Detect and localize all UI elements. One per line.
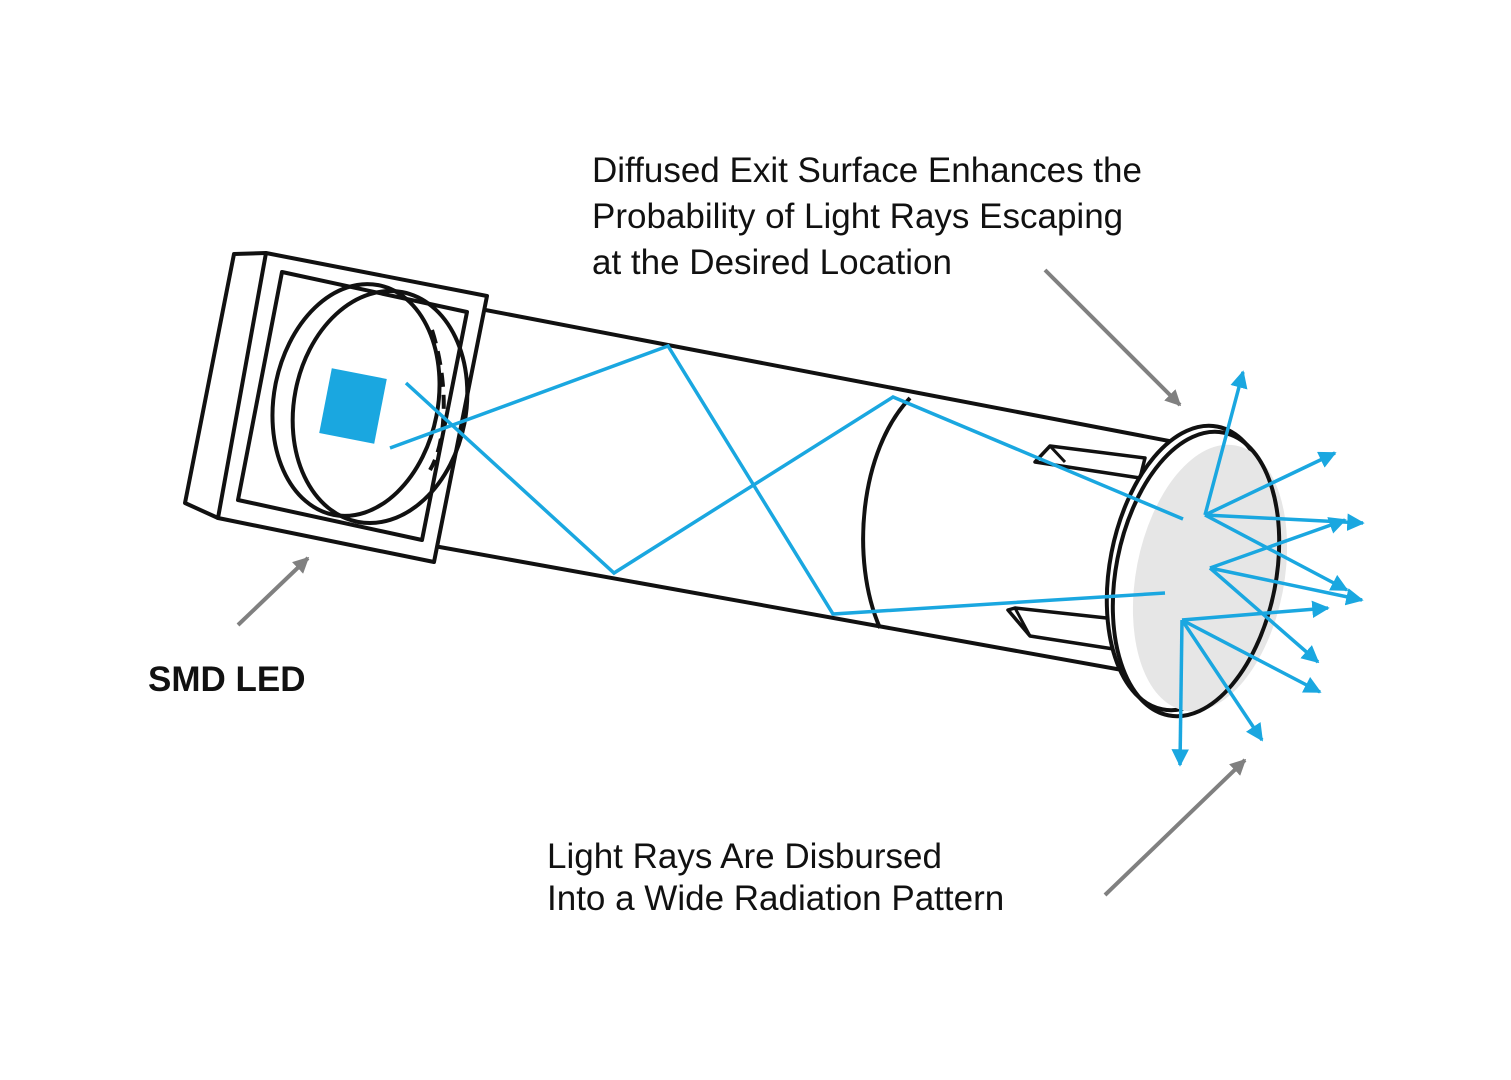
radiation-pattern-label-line: Into a Wide Radiation Pattern	[547, 879, 1005, 918]
radiation-pattern-label-line: Light Rays Are Disbursed	[547, 837, 942, 876]
radiation-pattern-label: Light Rays Are Disbursed Into a Wide Rad…	[547, 836, 1004, 920]
output-ray	[1180, 619, 1264, 742]
led-chip	[319, 368, 387, 444]
callout-arrows	[236, 268, 1247, 897]
output-ray	[1181, 618, 1322, 694]
output-ray	[1204, 513, 1349, 592]
light-pipe-body	[433, 306, 1191, 677]
smd-led-label: SMD LED	[148, 660, 306, 700]
output-ray	[1204, 451, 1337, 517]
output-ray	[1209, 517, 1347, 570]
smd-led-pointer-arrow	[236, 556, 310, 627]
exit-surface-label-line: Diffused Exit Surface Enhances the	[592, 151, 1142, 190]
output-rays	[1171, 370, 1365, 767]
output-ray	[1181, 600, 1330, 622]
exit-surface-label-line: Probability of Light Rays Escaping	[592, 197, 1124, 236]
diffused-exit-surface	[1104, 423, 1288, 719]
smd-led-label-text: SMD LED	[148, 660, 306, 699]
internal-light-rays	[389, 343, 1184, 616]
output-ray	[1209, 566, 1364, 606]
exit-surface-pointer-arrow	[1043, 268, 1182, 407]
exit-surface-label: Diffused Exit Surface Enhances the Proba…	[592, 148, 1142, 286]
radiation-pointer-arrow	[1103, 758, 1247, 897]
output-ray	[1203, 370, 1248, 516]
output-ray	[1171, 619, 1189, 767]
exit-surface-label-line: at the Desired Location	[592, 243, 952, 282]
